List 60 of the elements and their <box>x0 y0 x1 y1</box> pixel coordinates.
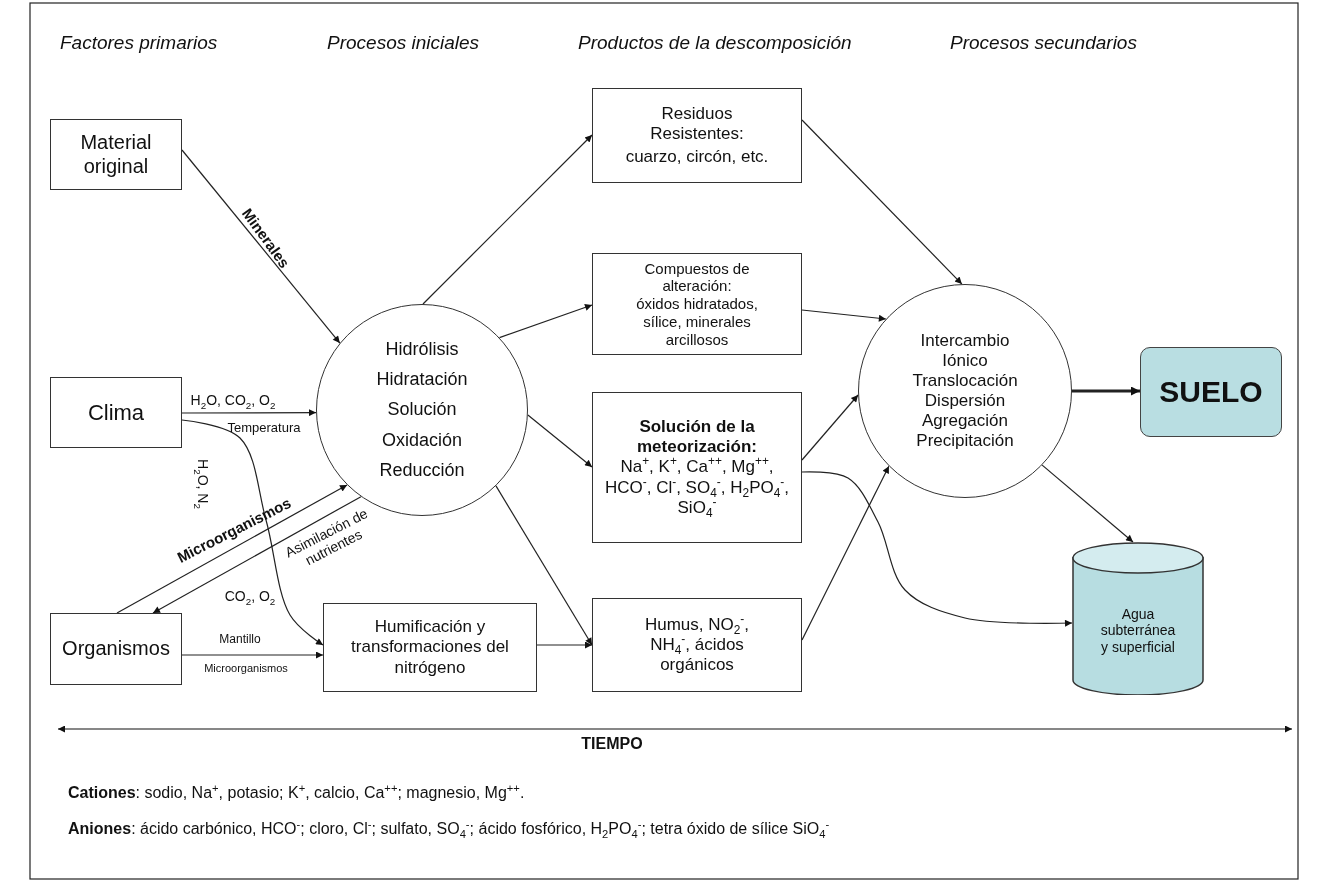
process-name: Hidrólisis <box>385 338 459 361</box>
process-name: Oxidación <box>381 429 462 451</box>
edge-note: Microorganismos <box>204 661 288 675</box>
axis-label: TIEMPO <box>581 734 643 754</box>
box-text: Clima <box>87 399 145 426</box>
arrow <box>801 119 963 285</box>
process-name: Reducción <box>379 459 465 482</box>
edge-note: CO$_{2}$, O$_{2}$ <box>224 587 276 605</box>
edge-label: H$_{2}$O, CO$_{2}$, O$_{2}$ <box>190 391 276 409</box>
box-text: SUELO <box>1159 374 1263 410</box>
arrow <box>116 484 348 614</box>
edge-note: Temperatura <box>227 420 301 436</box>
process-name: Hidratación <box>376 369 468 391</box>
arrow <box>181 419 324 646</box>
column-heading: Productos de la descomposición <box>578 32 852 54</box>
arrow <box>801 309 887 322</box>
box-text: óxidos hidratados, sílice, minerales arcillosos <box>635 295 759 349</box>
box-text: cuarzo, circón, etc. <box>625 146 769 167</box>
footnote: Cationes: sodio, Na$^{+}$, potasio; K$^{+}$, calcio, Ca$^{++}$; magnesio, Mg$^{++}$. <box>68 784 525 803</box>
process-box <box>592 392 802 543</box>
result-box <box>1140 347 1282 437</box>
arrow <box>801 394 859 461</box>
process-name: Solución <box>387 399 457 421</box>
column-heading: Procesos iniciales <box>327 32 480 54</box>
arrow <box>1041 464 1134 543</box>
process-name: Precipitación <box>916 431 1014 452</box>
edge-label: Mantillo <box>219 633 261 647</box>
process-name: Agregación <box>922 411 1008 432</box>
arrow <box>527 414 593 468</box>
process-name: Dispersión <box>924 391 1006 412</box>
box-heading: Compuestos de alteración: <box>643 259 751 296</box>
box-heading: Residuos Resistentes: <box>649 104 745 145</box>
arrow <box>152 496 362 614</box>
arrow <box>495 485 593 646</box>
arrow <box>498 304 593 339</box>
arrow <box>422 134 593 305</box>
box-text: Humificación y transformaciones del nitrógeno <box>350 617 510 678</box>
arrow <box>801 465 890 641</box>
process-box <box>50 613 182 685</box>
column-heading: Procesos secundarios <box>950 32 1137 54</box>
process-box <box>50 377 182 448</box>
box-text: Material original <box>79 130 153 179</box>
arrow <box>536 641 593 649</box>
box-heading: Solución de la meteorización: <box>636 417 758 457</box>
process-name: Intercambio Iónico <box>919 330 1011 371</box>
arrow <box>181 651 324 659</box>
column-heading: Factores primarios <box>60 32 218 54</box>
box-text: Humus, NO$_{2}$$^{-}$, NH$_{4}$$^{-}$, ácidos orgánicos <box>643 614 751 676</box>
box-text: Organismos <box>62 637 170 661</box>
process-box <box>592 253 802 355</box>
process-box <box>50 119 182 190</box>
process-box <box>592 598 802 692</box>
process-box <box>592 88 802 183</box>
arrow <box>181 409 317 417</box>
process-box <box>323 603 537 692</box>
arrow <box>181 149 341 344</box>
arrow <box>1072 386 1140 396</box>
process-name: Translocación <box>912 370 1018 391</box>
arrow <box>801 471 1073 627</box>
box-text: Agua subterránea y superficial <box>1099 605 1177 656</box>
